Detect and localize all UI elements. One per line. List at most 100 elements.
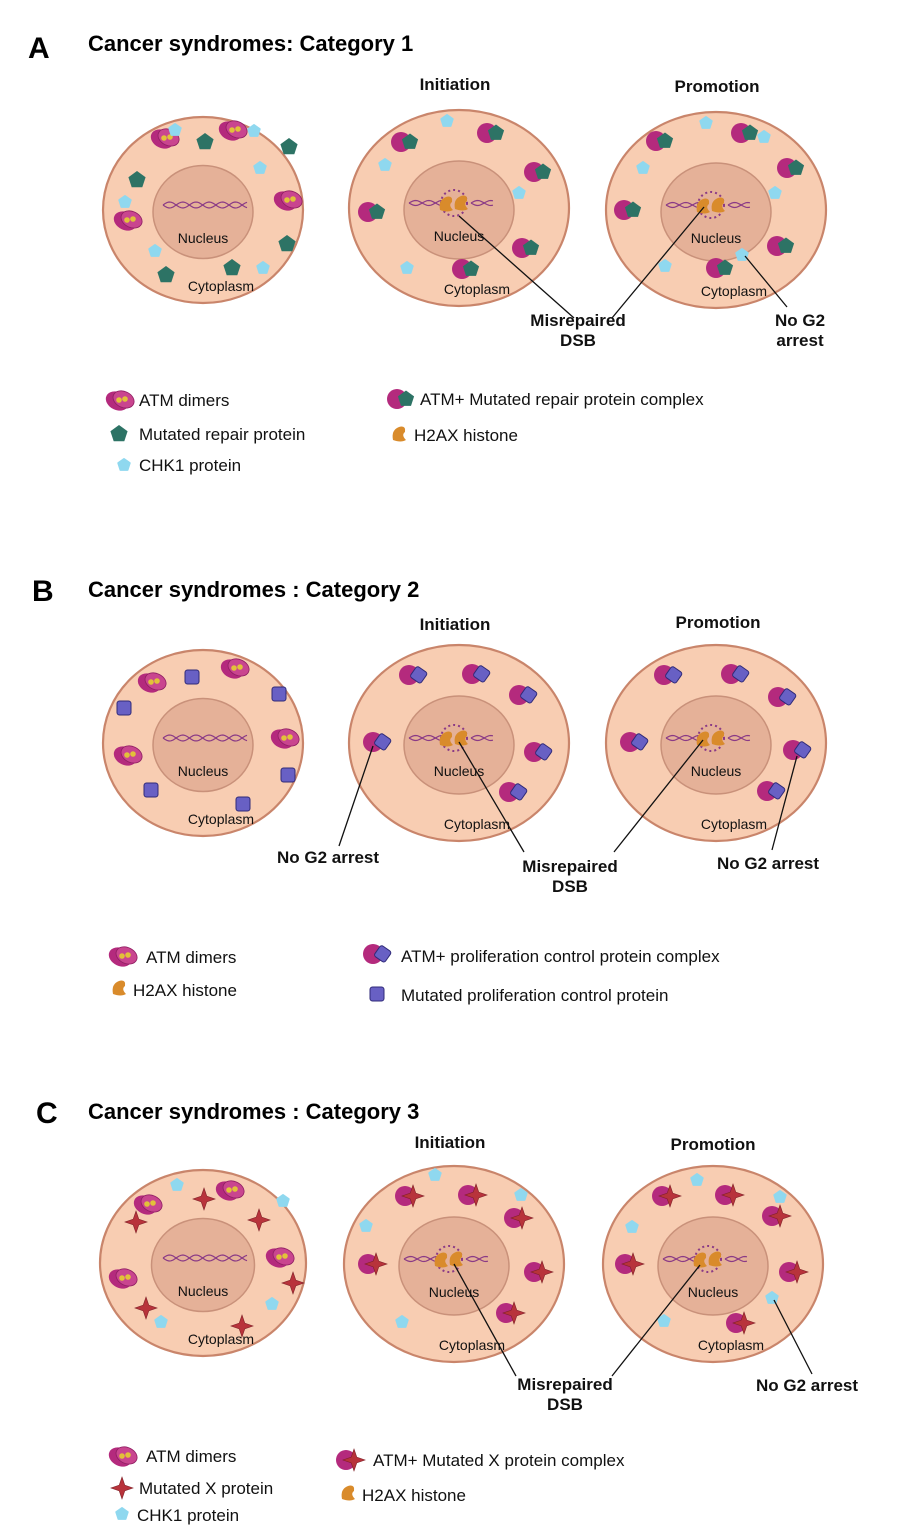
atm-dimer-icon xyxy=(105,390,135,411)
atm-proliferation-complex-icon xyxy=(721,664,750,684)
chk1-protein-icon xyxy=(690,1173,704,1186)
atm-dimer-icon xyxy=(150,128,180,149)
chk1-protein-icon xyxy=(148,244,162,257)
leader-line xyxy=(611,1264,701,1377)
panel-title: Cancer syndromes: Category 1 xyxy=(88,31,414,56)
chk1-protein-icon xyxy=(514,1188,528,1201)
nucleus-label: Nucleus xyxy=(691,230,742,246)
cytoplasm-label: Cytoplasm xyxy=(188,811,254,827)
atm-x-complex-icon xyxy=(615,1252,645,1276)
chk1-protein-icon xyxy=(265,1297,279,1310)
stage-initiation-label: Initiation xyxy=(420,615,491,634)
panel-a: A Cancer syndromes: Category 1 Initiatio… xyxy=(0,0,922,520)
chk1-protein-icon xyxy=(400,261,414,274)
atm-dimer-icon xyxy=(108,946,138,967)
callout-dsb: DSB xyxy=(552,877,588,896)
atm-x-complex-icon xyxy=(358,1252,388,1276)
atm-x-complex-icon xyxy=(726,1311,756,1335)
h2ax-histone-icon xyxy=(449,1251,463,1267)
leader-line xyxy=(611,206,705,319)
h2ax-histone-icon xyxy=(439,731,453,747)
callout-no-g2-arrest: No G2 arrest xyxy=(277,848,379,867)
chk1-protein-icon xyxy=(735,248,749,261)
legend-atm-dimers: ATM dimers xyxy=(139,391,229,410)
atm-repair-complex-icon xyxy=(387,389,415,409)
mutated-proliferation-protein-icon xyxy=(280,767,296,783)
mutated-repair-protein-icon xyxy=(278,235,296,252)
nucleus-label: Nucleus xyxy=(429,1284,480,1300)
mutated-x-protein-icon xyxy=(230,1314,254,1338)
atm-repair-complex-icon xyxy=(767,236,795,256)
atm-proliferation-complex-icon xyxy=(524,742,553,762)
chk1-protein-icon xyxy=(247,124,261,137)
chk1-protein-icon xyxy=(276,1194,290,1207)
chk1-protein-icon xyxy=(117,458,131,471)
mutated-x-protein-icon xyxy=(124,1210,148,1234)
atm-x-complex-icon xyxy=(504,1206,534,1230)
atm-proliferation-complex-icon xyxy=(757,781,786,801)
cytoplasm-label: Cytoplasm xyxy=(439,1337,505,1353)
h2ax-histone-icon xyxy=(693,1252,707,1268)
mutated-repair-protein-icon xyxy=(157,266,175,283)
atm-proliferation-complex-icon xyxy=(620,732,649,752)
legend-atm-complex: ATM+ proliferation control protein compl… xyxy=(401,947,720,966)
h2ax-histone-icon xyxy=(341,1485,355,1501)
nucleus-label: Nucleus xyxy=(688,1284,739,1300)
h2ax-histone-icon xyxy=(711,197,725,213)
mutated-proliferation-protein-icon xyxy=(369,986,385,1002)
legend-atm-complex: ATM+ Mutated repair protein complex xyxy=(420,390,704,409)
mutated-proliferation-protein-icon xyxy=(116,700,132,716)
mutated-repair-protein-icon xyxy=(280,138,298,155)
legend-h2ax-histone: H2AX histone xyxy=(414,426,518,445)
chk1-protein-icon xyxy=(395,1315,409,1328)
atm-x-complex-icon xyxy=(395,1184,425,1208)
mutated-x-protein-icon xyxy=(281,1271,305,1295)
atm-repair-complex-icon xyxy=(477,123,505,143)
atm-proliferation-complex-icon xyxy=(363,944,392,964)
atm-dimer-icon xyxy=(108,1446,138,1467)
atm-proliferation-complex-icon xyxy=(783,740,812,760)
atm-repair-complex-icon xyxy=(614,200,642,220)
stage-promotion-label: Promotion xyxy=(676,613,761,632)
mutated-proliferation-protein-icon xyxy=(184,669,200,685)
mutated-repair-protein-icon xyxy=(110,425,128,442)
h2ax-histone-icon xyxy=(112,980,126,996)
leader-line xyxy=(453,1263,517,1377)
atm-dimer-icon xyxy=(273,190,303,211)
leader-line xyxy=(458,741,525,853)
mutated-x-protein-icon xyxy=(110,1476,134,1500)
chk1-protein-icon xyxy=(636,161,650,174)
atm-repair-complex-icon xyxy=(391,132,419,152)
chk1-protein-icon xyxy=(657,1314,671,1327)
chk1-protein-icon xyxy=(658,259,672,272)
chk1-protein-icon xyxy=(256,261,270,274)
h2ax-histone-icon xyxy=(392,426,406,442)
h2ax-histone-icon xyxy=(439,196,453,212)
h2ax-histone-icon xyxy=(696,198,710,214)
legend-atm-complex: ATM+ Mutated X protein complex xyxy=(373,1451,625,1470)
h2ax-histone-icon xyxy=(711,730,725,746)
callout-misrepaired: Misrepaired xyxy=(517,1375,612,1394)
atm-proliferation-complex-icon xyxy=(399,665,428,685)
atm-x-complex-icon xyxy=(715,1183,745,1207)
mutated-proliferation-protein-icon xyxy=(235,796,251,812)
chk1-protein-icon xyxy=(117,458,131,471)
atm-dimer-icon xyxy=(218,120,248,141)
atm-repair-complex-icon xyxy=(646,131,674,151)
chk1-protein-icon xyxy=(773,1190,787,1203)
panel-letter: C xyxy=(36,1097,58,1130)
mutated-repair-protein-icon xyxy=(110,425,128,442)
atm-repair-complex-icon xyxy=(358,202,386,222)
mutated-repair-protein-icon xyxy=(196,133,214,150)
atm-repair-complex-icon xyxy=(706,258,734,278)
atm-dimer-icon xyxy=(113,745,143,766)
atm-proliferation-complex-icon xyxy=(462,664,491,684)
atm-x-complex-icon xyxy=(779,1260,809,1284)
legend-chk1-protein: CHK1 protein xyxy=(139,456,241,475)
callout-misrepaired: Misrepaired xyxy=(530,311,625,330)
